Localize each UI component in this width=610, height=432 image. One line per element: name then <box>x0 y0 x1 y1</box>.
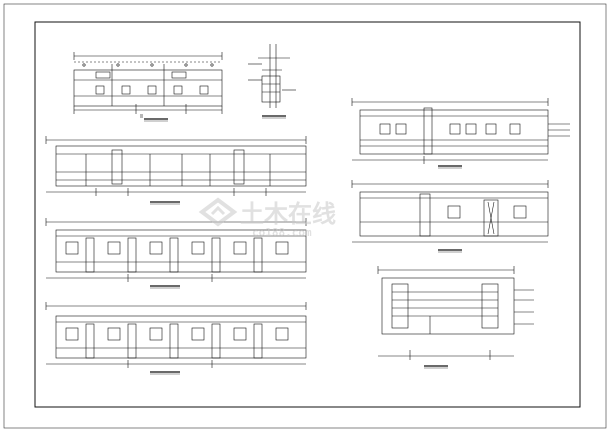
top-left-elevation-view <box>73 52 223 122</box>
sheet-outer-border <box>3 3 607 429</box>
left-elevation-1-view <box>45 136 307 205</box>
left-elevation-2-view <box>45 218 307 289</box>
watermark-domain: co188.com <box>252 226 312 239</box>
right-detail-view <box>377 266 534 369</box>
top-section-view <box>248 44 296 119</box>
right-elevation-2-view <box>351 180 549 253</box>
diamond-house-logo-icon <box>198 197 238 227</box>
watermark-brand: 土木在线 <box>240 200 336 228</box>
left-elevation-3-view <box>45 302 307 375</box>
sheet-inner-border <box>34 21 581 408</box>
right-elevation-1-view <box>351 98 570 169</box>
watermark: 土木在线 co188.com <box>198 197 336 239</box>
